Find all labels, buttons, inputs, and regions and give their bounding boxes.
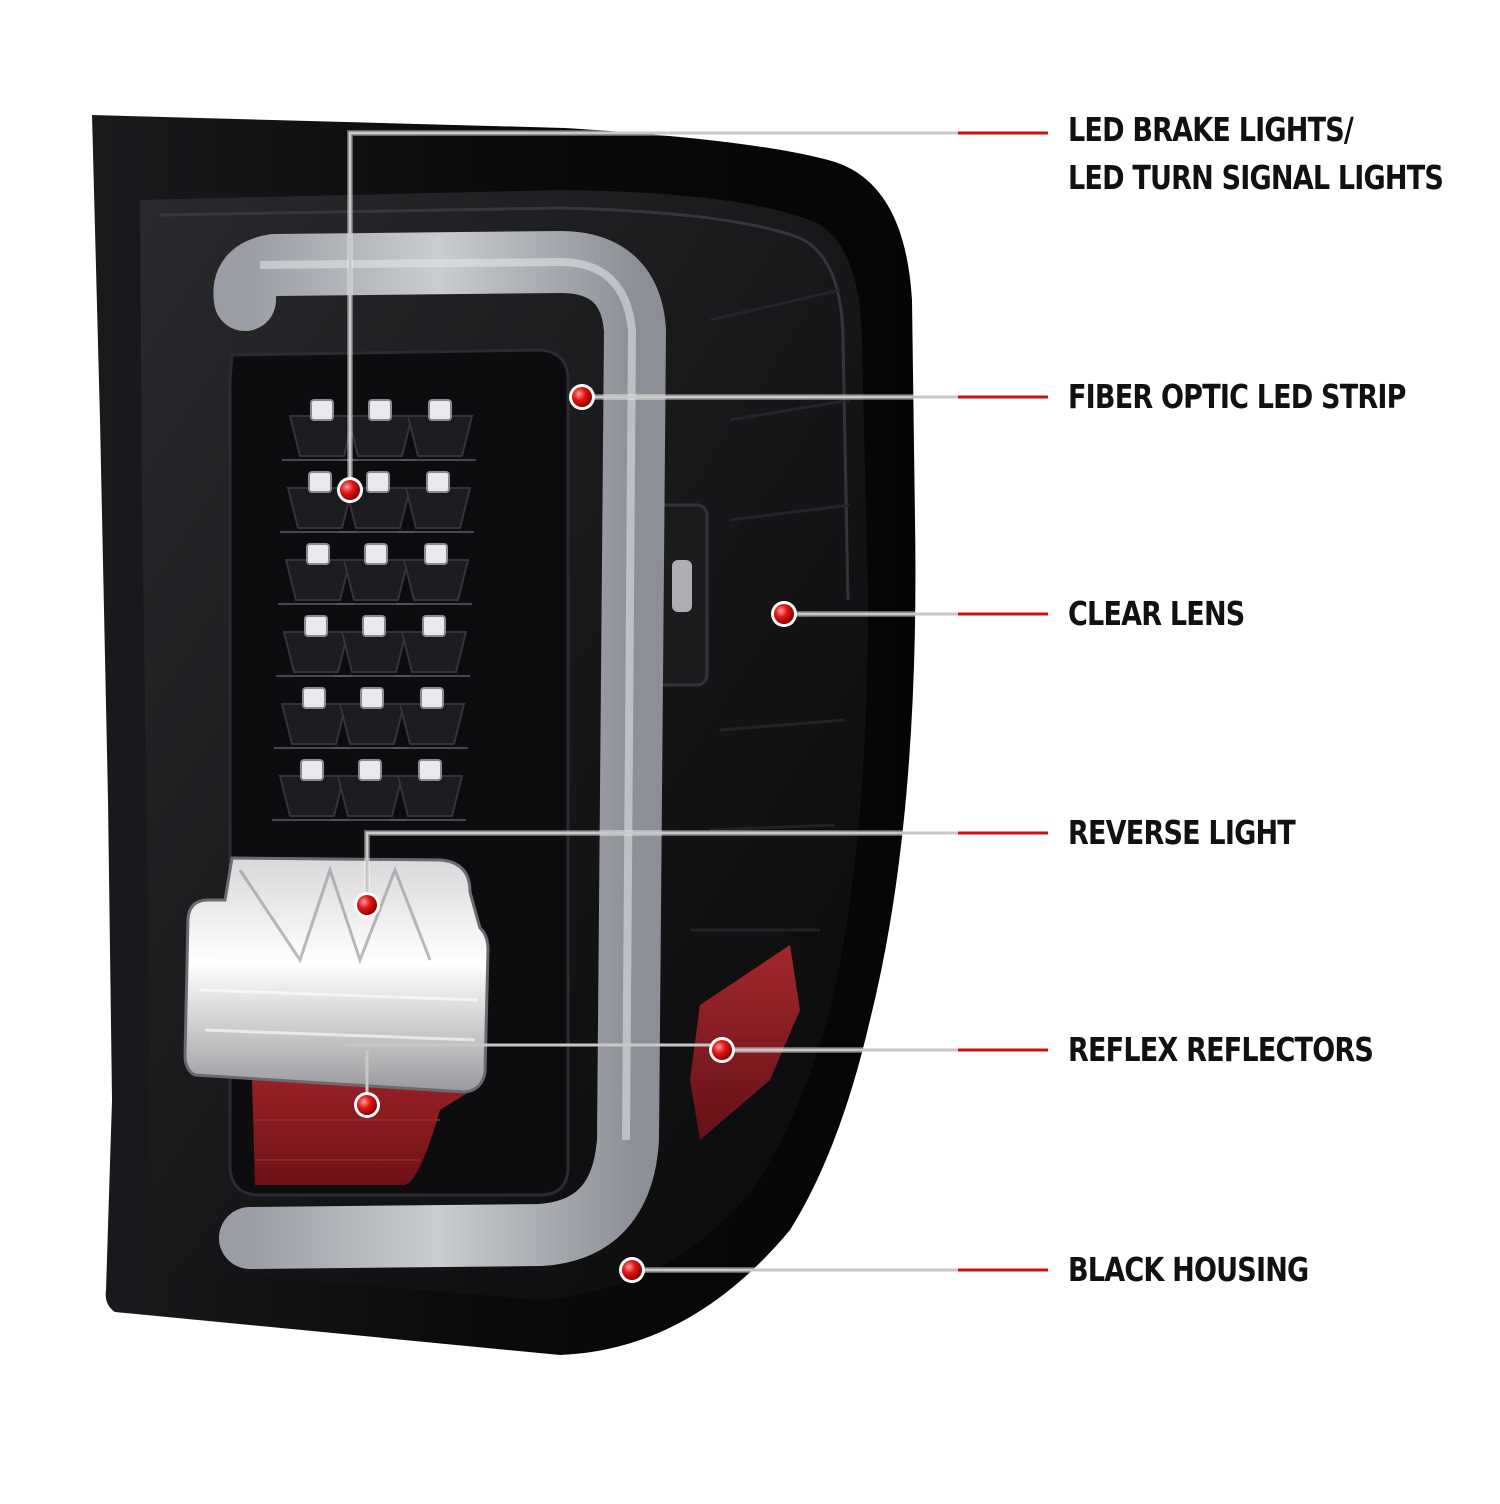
- led-reflector-cup: [284, 559, 352, 601]
- led-chip: [358, 759, 382, 781]
- led-chip: [302, 687, 326, 709]
- callout-label-line: BLACK HOUSING: [1068, 1250, 1309, 1289]
- callout-label-line: LED TURN SIGNAL LIGHTS: [1068, 158, 1444, 197]
- led-reflector-cup: [396, 775, 464, 817]
- led-reflector-cup: [338, 703, 406, 745]
- led-chip: [360, 687, 384, 709]
- led-reflector-cup: [282, 631, 350, 673]
- led-chip: [310, 399, 334, 421]
- led-reflector-cup: [342, 559, 410, 601]
- marker-dot-clear-lens: [774, 604, 794, 624]
- led-chip: [426, 471, 450, 493]
- callout-label-reflex-reflectors: REFLEX REFLECTORS: [1068, 1026, 1374, 1074]
- leader-lines: [337, 130, 1048, 1283]
- callout-label-clear-lens: CLEAR LENS: [1068, 590, 1245, 638]
- callout-label-line: CLEAR LENS: [1068, 594, 1245, 633]
- led-reflector-cup: [406, 415, 474, 457]
- marker-dot-led-brake: [340, 480, 360, 500]
- led-reflector-cup: [400, 631, 468, 673]
- led-chip: [304, 615, 328, 637]
- led-chip: [300, 759, 324, 781]
- callout-label-line: FIBER OPTIC LED STRIP: [1068, 377, 1406, 416]
- marker-dot-reflex-reflectors: [712, 1040, 732, 1060]
- callout-label-fiber-optic: FIBER OPTIC LED STRIP: [1068, 373, 1406, 421]
- leader-line-reverse-light: [365, 831, 1048, 905]
- callout-label-line: REFLEX REFLECTORS: [1068, 1030, 1374, 1069]
- callout-label-line: LED BRAKE LIGHTS/: [1068, 110, 1354, 149]
- leader-line-led-brake: [348, 131, 1048, 490]
- led-reflector-cup: [398, 703, 466, 745]
- led-chip: [306, 543, 330, 565]
- led-reflector-cup: [280, 703, 348, 745]
- led-reflector-cup: [278, 775, 346, 817]
- callout-label-black-housing: BLACK HOUSING: [1068, 1246, 1309, 1294]
- led-chip: [364, 543, 388, 565]
- led-reflector-cup: [402, 559, 470, 601]
- led-reflector-cup: [346, 415, 414, 457]
- marker-dot-reverse-light: [357, 895, 377, 915]
- led-chip: [418, 759, 442, 781]
- callout-label-line: REVERSE LIGHT: [1068, 813, 1296, 852]
- callout-label-led-brake: LED BRAKE LIGHTS/LED TURN SIGNAL LIGHTS: [1068, 106, 1444, 202]
- led-chip: [422, 615, 446, 637]
- callout-label-reverse-light: REVERSE LIGHT: [1068, 809, 1296, 857]
- led-reflector-cup: [404, 487, 472, 529]
- led-chip: [420, 687, 444, 709]
- led-chip: [424, 543, 448, 565]
- marker-dot-black-housing: [622, 1260, 642, 1280]
- marker-dot-reflex-reflectors: [357, 1095, 377, 1115]
- led-reflector-cup: [336, 775, 404, 817]
- led-chip: [428, 399, 452, 421]
- led-grid: [272, 399, 476, 821]
- marker-dot-fiber-optic: [572, 387, 592, 407]
- led-chip: [362, 615, 386, 637]
- led-reflector-cup: [288, 415, 356, 457]
- led-chip: [308, 471, 332, 493]
- side-reflector-shape: [690, 945, 800, 1140]
- led-reflector-cup: [340, 631, 408, 673]
- led-chip: [368, 399, 392, 421]
- led-chip: [366, 471, 390, 493]
